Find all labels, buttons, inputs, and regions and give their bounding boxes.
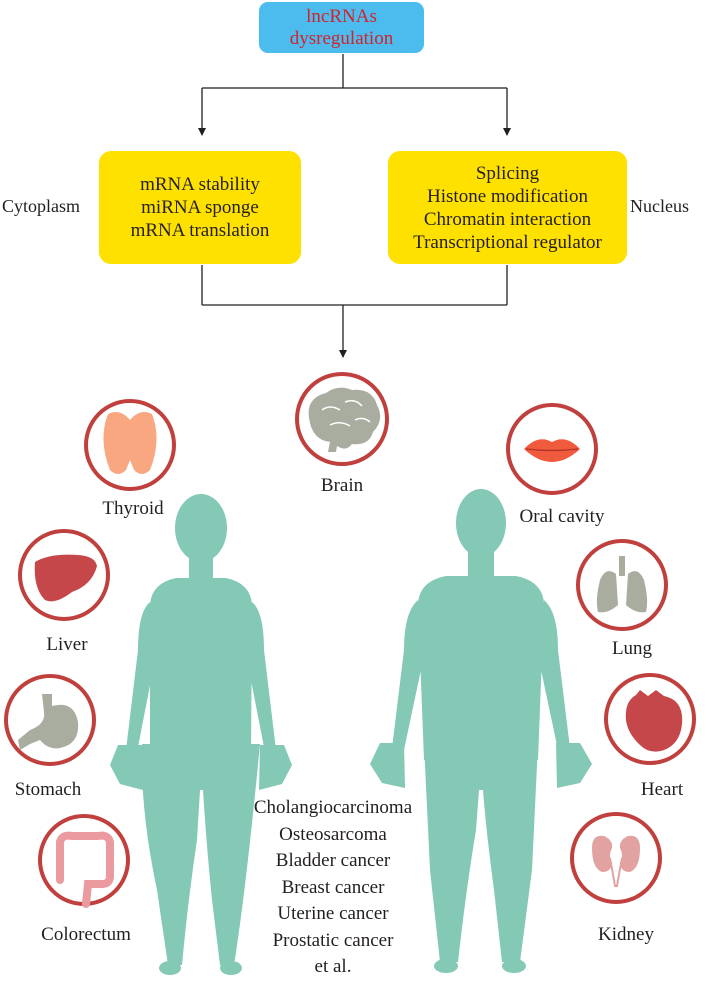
brain-icon <box>295 372 389 466</box>
heart-icon <box>604 673 696 765</box>
liver-label: Liver <box>46 634 88 655</box>
thyroid-label: Thyroid <box>102 498 164 519</box>
top-box-line2: dysregulation <box>289 27 394 49</box>
cytoplasm-label: Cytoplasm <box>2 196 81 216</box>
stomach-label: Stomach <box>14 779 82 800</box>
cancer-item: Osteosarcoma <box>279 823 387 845</box>
cancer-item: Prostatic cancer <box>272 929 394 951</box>
cytoplasm-functions-box: mRNA stability miRNA sponge mRNA transla… <box>99 151 301 264</box>
stomach-icon <box>4 674 96 766</box>
male-body-silhouette <box>370 489 592 973</box>
cytoplasm-item: miRNA sponge <box>141 197 259 218</box>
lung-label: Lung <box>611 638 653 659</box>
cytoplasm-item: mRNA stability <box>140 174 260 195</box>
cancer-item: et al. <box>314 956 352 977</box>
nucleus-item: Chromatin interaction <box>423 208 592 230</box>
nucleus-item: Histone modification <box>427 185 588 207</box>
connector-lines <box>198 54 511 358</box>
lncrna-dysregulation-box: lncRNAs dysregulation <box>259 2 424 53</box>
cancer-list: Cholangiocarcinoma Osteosarcoma Bladder … <box>233 795 433 981</box>
brain-label: Brain <box>320 475 364 496</box>
colorectum-icon <box>38 814 130 908</box>
cytoplasm-item: mRNA translation <box>130 220 270 241</box>
liver-icon <box>18 529 110 621</box>
cancer-item: Cholangiocarcinoma <box>253 797 413 818</box>
colorectum-label: Colorectum <box>41 924 131 945</box>
cancer-item: Uterine cancer <box>277 903 389 924</box>
oral-cavity-label: Oral cavity <box>519 506 605 527</box>
nucleus-item: Transcriptional regulator <box>413 231 602 253</box>
cancer-item: Breast cancer <box>281 876 385 898</box>
nucleus-label: Nucleus <box>630 196 689 216</box>
nucleus-functions-box: Splicing Histone modification Chromatin … <box>388 151 627 264</box>
nucleus-item: Splicing <box>475 162 540 184</box>
oral-cavity-icon <box>506 403 598 495</box>
kidney-icon <box>570 812 662 904</box>
cancer-item: Bladder cancer <box>275 850 391 871</box>
heart-label: Heart <box>640 779 684 800</box>
kidney-label: Kidney <box>598 924 654 945</box>
female-body-silhouette <box>110 494 292 975</box>
top-box-line1: lncRNAs <box>306 5 377 27</box>
thyroid-icon <box>84 399 176 491</box>
lung-icon <box>576 539 668 631</box>
